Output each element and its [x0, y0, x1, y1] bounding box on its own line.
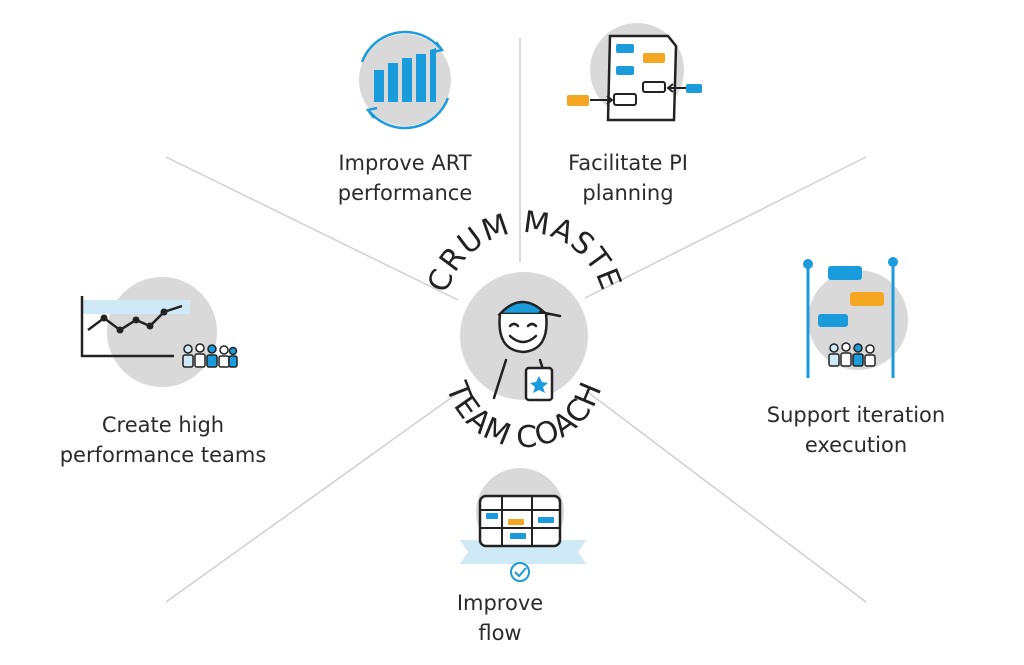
- spoke-line-lower-left: [165, 389, 463, 603]
- label-line: planning: [582, 181, 674, 205]
- pi-planning-board-icon: [567, 23, 702, 122]
- label-improve-flow: Improve flow: [420, 588, 580, 648]
- team-people-icon: [182, 343, 238, 368]
- scrum-master-center: SCRUM MASTER TEAM COACH: [0, 0, 627, 455]
- label-line: Improve ART: [338, 151, 472, 175]
- spoke-line-upper-left: [165, 156, 459, 301]
- line-chart-team-icon: [80, 277, 238, 387]
- spoke-lines: [165, 38, 867, 603]
- label-line: performance teams: [59, 443, 267, 467]
- label-line: Improve: [456, 591, 544, 615]
- team-people-icon: [828, 342, 876, 367]
- label-line: Facilitate PI: [568, 151, 688, 175]
- label-line: performance: [337, 181, 473, 205]
- label-support-iteration-execution: Support iteration execution: [740, 400, 972, 460]
- iteration-board-icon: [803, 257, 908, 378]
- scrum-master-figure-icon: [492, 300, 562, 402]
- kanban-flow-icon: [460, 468, 586, 582]
- spoke-line-lower-right: [584, 389, 867, 603]
- label-line: Support iteration: [766, 403, 946, 427]
- label-line: Create high: [101, 413, 225, 437]
- label-line: execution: [804, 433, 908, 457]
- label-create-high-performance-teams: Create high performance teams: [40, 410, 286, 470]
- bar-chart-cycle-icon: [359, 30, 451, 130]
- label-improve-art-performance: Improve ART performance: [300, 148, 510, 208]
- spoke-line-upper-right: [584, 156, 867, 299]
- label-line: flow: [478, 621, 522, 645]
- label-facilitate-pi-planning: Facilitate PI planning: [528, 148, 728, 208]
